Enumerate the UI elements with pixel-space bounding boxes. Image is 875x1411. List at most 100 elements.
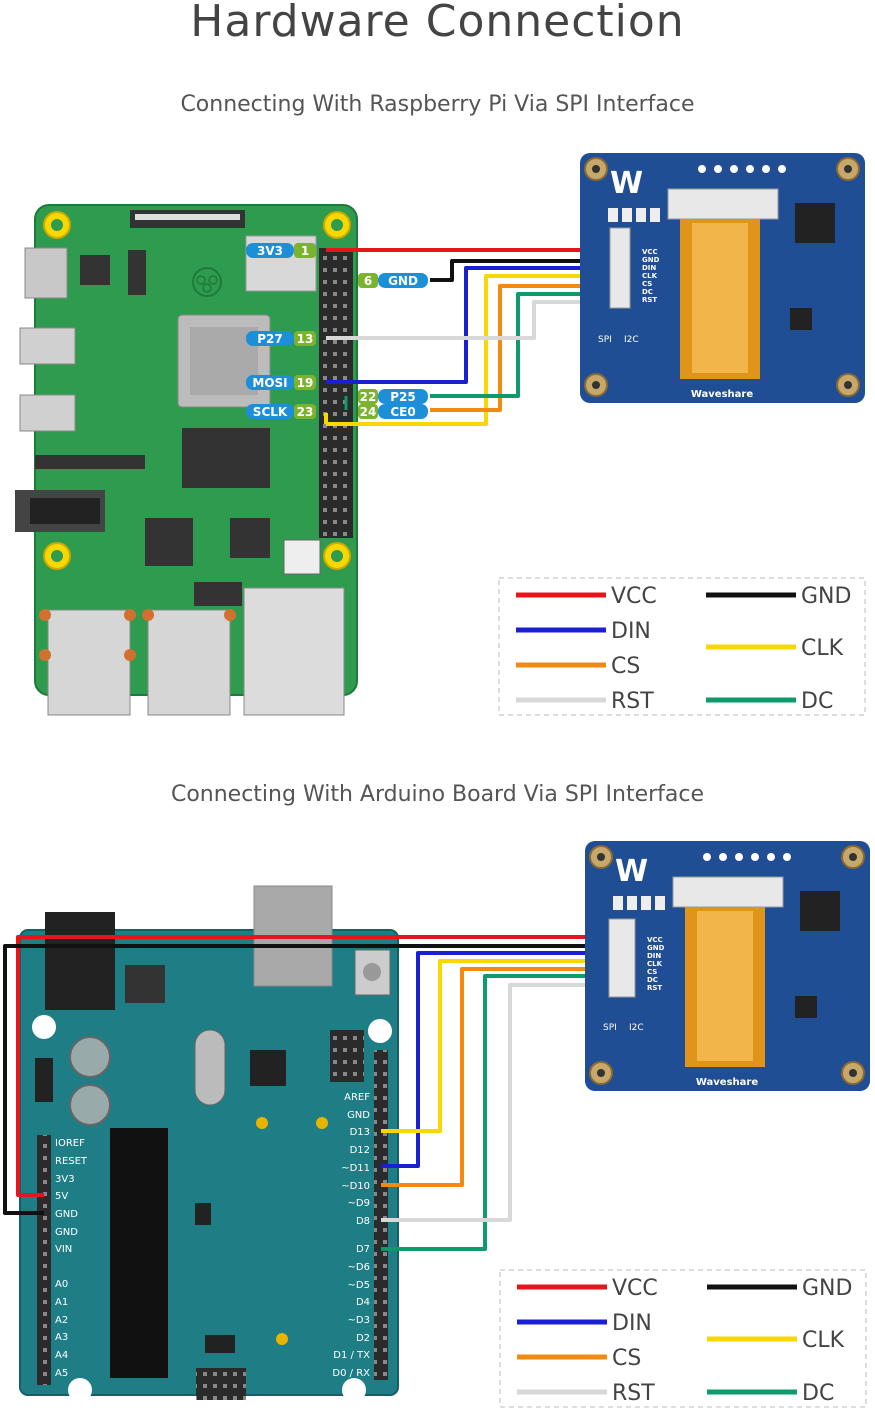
svg-text:3V3: 3V3 xyxy=(55,1174,75,1185)
legend-dc: DC xyxy=(707,1381,834,1406)
svg-text:SCLK: SCLK xyxy=(253,405,288,419)
legend-din: DIN xyxy=(517,1311,652,1336)
svg-text:SPI: SPI xyxy=(603,1023,617,1033)
svg-text:~D6: ~D6 xyxy=(348,1262,370,1273)
wire-clk xyxy=(326,274,600,426)
svg-text:GND: GND xyxy=(388,274,418,288)
pi-label-p25: 22 P25 xyxy=(358,389,428,404)
svg-text:D8: D8 xyxy=(356,1216,370,1227)
pi-label-mosi: MOSI 19 xyxy=(246,375,316,390)
svg-text:CS: CS xyxy=(611,654,640,679)
svg-text:DC: DC xyxy=(802,1381,834,1406)
legend-dc: DC xyxy=(706,689,833,714)
svg-text:D12: D12 xyxy=(350,1145,370,1156)
legend-rst: RST xyxy=(516,689,654,714)
svg-text:1: 1 xyxy=(301,244,309,258)
svg-text:D1 / TX: D1 / TX xyxy=(333,1350,370,1361)
pi-label-3v3: 3V3 1 xyxy=(246,243,316,258)
svg-text:AREF: AREF xyxy=(344,1092,370,1103)
legend-din: DIN xyxy=(516,619,651,644)
svg-text:DIN: DIN xyxy=(647,952,661,960)
svg-text:5V: 5V xyxy=(55,1191,68,1202)
svg-text:CS: CS xyxy=(647,968,657,976)
svg-text:CLK: CLK xyxy=(801,636,844,661)
svg-text:P27: P27 xyxy=(257,332,283,346)
svg-text:GND: GND xyxy=(55,1227,78,1238)
wire-cs xyxy=(430,284,600,412)
svg-text:P25: P25 xyxy=(390,390,416,404)
oled-pin-vcc: VCC xyxy=(642,248,658,256)
svg-text:GND: GND xyxy=(801,584,851,609)
svg-text:A4: A4 xyxy=(55,1350,68,1361)
legend-gnd: GND xyxy=(706,584,851,609)
svg-text:D0 / RX: D0 / RX xyxy=(332,1368,370,1379)
raspberry-logo xyxy=(192,267,222,297)
svg-text:13: 13 xyxy=(297,332,314,346)
svg-text:RESET: RESET xyxy=(55,1156,88,1167)
legend-clk: CLK xyxy=(707,1328,845,1353)
svg-text:VCC: VCC xyxy=(611,584,657,609)
oled-brand: Waveshare xyxy=(691,389,753,400)
wire-clk xyxy=(381,959,610,1133)
svg-text:D4: D4 xyxy=(356,1297,370,1308)
legend-gnd: GND xyxy=(707,1276,852,1301)
wire-din xyxy=(381,951,610,1168)
svg-text:~D9: ~D9 xyxy=(348,1198,370,1209)
legend-vcc: VCC xyxy=(516,584,657,609)
arduino-right-header-labels: AREF GND D13 D12 ~D11 ~D10 ~D9 D8 D7 ~D6… xyxy=(332,1092,370,1379)
raspberry-pi-board xyxy=(15,204,358,716)
svg-text:A0: A0 xyxy=(55,1279,68,1290)
arduino-wires xyxy=(3,935,610,1251)
wire-rst xyxy=(381,983,610,1222)
arduino-board: IOREF RESET 3V3 5V GND GND VIN A0 A1 A2 … xyxy=(19,885,399,1402)
page-title: Hardware Connection xyxy=(190,0,685,47)
legend-rst: RST xyxy=(517,1381,655,1406)
svg-text:MOSI: MOSI xyxy=(252,376,287,390)
svg-text:W: W xyxy=(615,854,648,889)
oled-pin-cs: CS xyxy=(642,280,652,288)
svg-text:RST: RST xyxy=(612,1381,655,1406)
oled-pin-rst: RST xyxy=(642,296,657,304)
svg-text:A5: A5 xyxy=(55,1368,68,1379)
svg-text:19: 19 xyxy=(297,376,314,390)
svg-text:RST: RST xyxy=(647,984,662,992)
wire-gnd xyxy=(3,944,610,1215)
legend-bottom: VCC GND DIN CLK CS RST DC xyxy=(499,1269,867,1408)
pi-label-gnd: 6 GND xyxy=(358,273,428,288)
svg-text:A3: A3 xyxy=(55,1332,68,1343)
oled-module-top: W VCC GND DIN CLK CS DC RST SPI I2C Wave… xyxy=(580,153,865,403)
svg-text:A2: A2 xyxy=(55,1315,68,1326)
svg-text:D2: D2 xyxy=(356,1333,370,1344)
svg-text:~D3: ~D3 xyxy=(348,1315,370,1326)
pi-label-sclk: SCLK 23 xyxy=(246,404,316,419)
svg-text:GND: GND xyxy=(647,944,665,952)
svg-text:VCC: VCC xyxy=(647,936,663,944)
oled-spi-label: SPI xyxy=(598,335,612,345)
svg-text:I2C: I2C xyxy=(629,1023,644,1033)
svg-text:3V3: 3V3 xyxy=(257,244,283,258)
svg-text:GND: GND xyxy=(347,1110,370,1121)
svg-text:CE0: CE0 xyxy=(390,405,415,419)
svg-text:DC: DC xyxy=(647,976,658,984)
pi-pin-labels: 3V3 1 6 GND P27 13 MOSI 19 22 P25 xyxy=(246,243,428,419)
svg-text:D13: D13 xyxy=(350,1127,370,1138)
svg-text:CS: CS xyxy=(612,1346,641,1371)
svg-text:VCC: VCC xyxy=(612,1276,658,1301)
legend-top: VCC GND DIN CLK CS RST DC xyxy=(498,577,866,716)
wire-cs xyxy=(381,967,610,1187)
svg-text:D7: D7 xyxy=(356,1244,370,1255)
svg-text:DIN: DIN xyxy=(611,619,651,644)
section-title-arduino: Connecting With Arduino Board Via SPI In… xyxy=(170,782,705,807)
pi-label-ce0: 24 CE0 xyxy=(358,404,428,419)
legend-clk: CLK xyxy=(706,636,844,661)
legend-cs: CS xyxy=(516,654,640,679)
oled-pin-din: DIN xyxy=(642,264,656,272)
svg-text:GND: GND xyxy=(55,1209,78,1220)
svg-text:~D10: ~D10 xyxy=(341,1181,370,1192)
svg-text:VIN: VIN xyxy=(55,1244,72,1255)
svg-text:24: 24 xyxy=(360,405,377,419)
svg-text:CLK: CLK xyxy=(647,960,663,968)
svg-text:CLK: CLK xyxy=(802,1328,845,1353)
svg-text:Waveshare: Waveshare xyxy=(696,1077,758,1088)
